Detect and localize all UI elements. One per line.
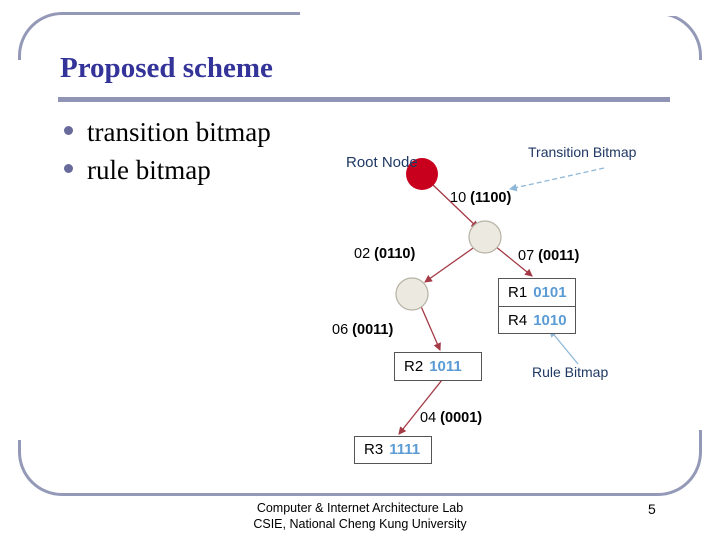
diagram-graphics	[395, 158, 605, 435]
title-divider	[58, 97, 670, 102]
rule-id: R4	[508, 311, 528, 329]
root-node-label: Root Node	[346, 154, 418, 171]
edge-label-bits: (0001)	[440, 410, 483, 426]
callout-line-transition-bitmap	[508, 167, 605, 192]
frame-mask-left	[14, 60, 24, 440]
footer-line-2: CSIE, National Cheng Kung University	[253, 517, 467, 531]
rule-bitmap-value: 0101	[533, 284, 567, 301]
rule-id: R3	[364, 441, 384, 458]
rule-bitmap-value: 1011	[429, 357, 462, 375]
root-node	[406, 158, 438, 190]
rule-box-r3: R3 1111	[354, 436, 432, 464]
rule-bitmap-value: 1111	[389, 441, 421, 458]
rule-box-r2: R2 1011	[394, 352, 482, 381]
table-row: R2 1011	[395, 353, 481, 379]
list-item: transition bitmap	[64, 116, 344, 152]
edge-label-r2-r3: 04 (0001)	[420, 410, 482, 426]
callout-rule-bitmap: Rule Bitmap	[532, 364, 609, 380]
frame-mask-right	[696, 60, 708, 430]
edge-label-prefix: 06	[332, 322, 353, 338]
edge-label-n1-r14: 07 (0011)	[518, 248, 579, 264]
edge-label-root-n1: 10 (1100)	[450, 190, 511, 206]
bullet-dot-icon	[64, 126, 73, 135]
inner-node-2	[395, 277, 429, 311]
slide-footer: Computer & Internet Architecture Lab CSI…	[0, 500, 720, 532]
table-row: R4 1010	[499, 306, 575, 333]
inner-node-1	[468, 220, 502, 254]
edge-rulebox-r2-to-rulebox-r3	[398, 379, 443, 435]
table-row: R1 0101	[499, 279, 575, 306]
edge-label-prefix: 04	[420, 410, 441, 426]
rule-id: R1	[508, 284, 528, 301]
trie-diagram: Root Node Transition Bitmap Rule Bitmap …	[332, 142, 692, 486]
callout-transition-bitmap: Transition Bitmap	[528, 144, 637, 160]
edge-label-n2-r2: 06 (0011)	[332, 322, 393, 338]
list-item: rule bitmap	[64, 154, 344, 190]
table-row: R3 1111	[355, 437, 431, 462]
edge-label-n1-n2: 02 (0110)	[354, 246, 415, 262]
rule-bitmap-value: 1010	[533, 311, 567, 329]
edge-label-bits: (0011)	[352, 322, 394, 338]
rule-box-r1-r4: R1 0101 R4 1010	[498, 278, 576, 334]
page-title: Proposed scheme	[60, 52, 273, 84]
edge-root-to-node1	[431, 183, 479, 229]
bullet-list: transition bitmap rule bitmap	[64, 116, 344, 192]
edge-label-bits: (1100)	[470, 190, 512, 206]
edge-label-prefix: 07	[518, 248, 539, 264]
edge-node1-to-node2	[424, 245, 477, 283]
rule-id: R2	[404, 357, 424, 375]
edge-node2-to-rulebox-r2	[419, 303, 441, 351]
edge-node1-to-rulebox-r1r4	[494, 245, 533, 277]
edge-label-bits: (0011)	[538, 248, 580, 264]
edge-label-prefix: 10	[450, 190, 471, 206]
bullet-label: rule bitmap	[87, 155, 211, 185]
edge-label-bits: (0110)	[374, 246, 416, 262]
edge-label-prefix: 02	[354, 246, 375, 262]
page-number: 5	[648, 501, 656, 517]
bullet-dot-icon	[64, 164, 73, 173]
bullet-label: transition bitmap	[87, 117, 271, 147]
footer-line-1: Computer & Internet Architecture Lab	[256, 501, 464, 515]
callout-line-rule-bitmap	[549, 329, 579, 365]
frame-mask-top	[300, 6, 710, 16]
